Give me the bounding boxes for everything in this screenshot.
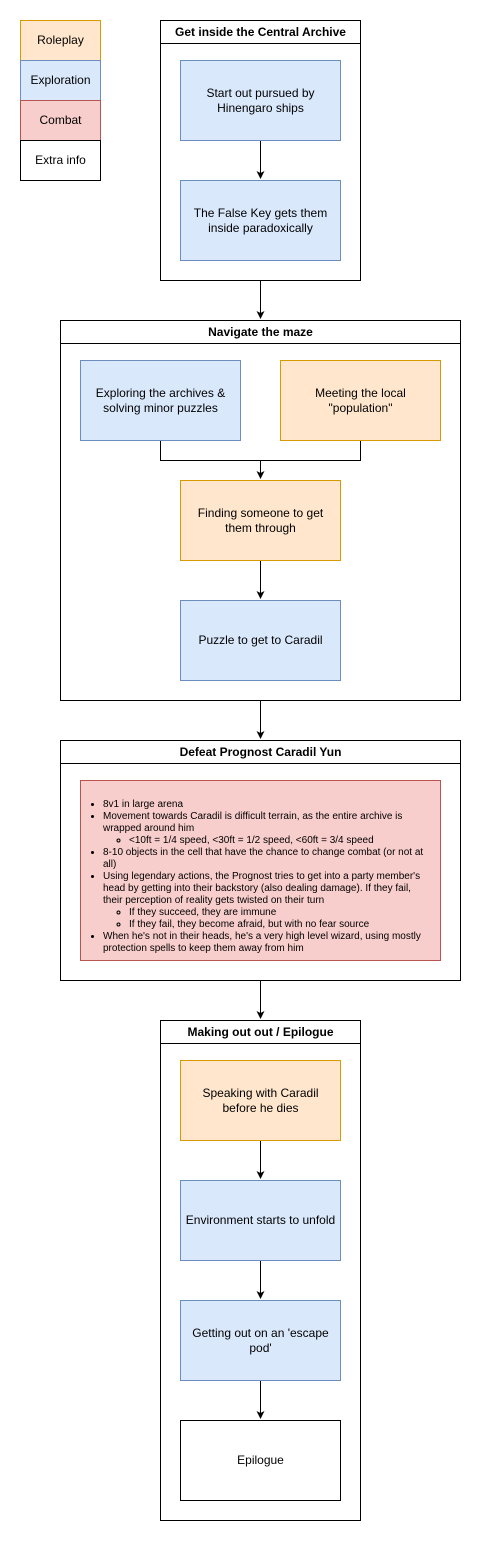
combat-subnote: If they fail, they become afraid, but wi… xyxy=(129,919,432,931)
combat-note: 8v1 in large arena xyxy=(103,799,432,811)
legend-roleplay: Roleplay xyxy=(20,20,101,61)
node-epilogue: Epilogue xyxy=(180,1420,341,1501)
node-environment-unfold: Environment starts to unfold xyxy=(180,1180,341,1261)
node-pursued: Start out pursued by Hinengaro ships xyxy=(180,60,341,141)
legend-combat: Combat xyxy=(20,100,101,141)
node-puzzle-caradil: Puzzle to get to Caradil xyxy=(180,600,341,681)
combat-note: When he's not in their heads, he's a ver… xyxy=(103,931,432,955)
node-explore-archives: Exploring the archives & solving minor p… xyxy=(80,360,241,441)
node-speak-caradil: Speaking with Caradil before he dies xyxy=(180,1060,341,1141)
node-escape-pod: Getting out on an 'escape pod' xyxy=(180,1300,341,1381)
legend-exploration: Exploration xyxy=(20,60,101,101)
node-false-key: The False Key gets them inside paradoxic… xyxy=(180,180,341,261)
legend-extra-info: Extra info xyxy=(20,140,101,181)
node-meet-population: Meeting the local "population" xyxy=(280,360,441,441)
combat-subnote: <10ft = 1/4 speed, <30ft = 1/2 speed, <6… xyxy=(129,835,432,847)
combat-note: Movement towards Caradil is difficult te… xyxy=(103,811,432,847)
section-maze-title: Navigate the maze xyxy=(60,320,461,344)
section-epilogue-title: Making out out / Epilogue xyxy=(160,1020,361,1044)
combat-note: Using legendary actions, the Prognost tr… xyxy=(103,871,432,931)
node-find-someone: Finding someone to get them through xyxy=(180,480,341,561)
combat-note: 8-10 objects in the cell that have the c… xyxy=(103,847,432,871)
combat-notes: 8v1 in large arena Movement towards Cara… xyxy=(80,780,441,961)
combat-subnote: If they succeed, they are immune xyxy=(129,907,432,919)
section-archive-title: Get inside the Central Archive xyxy=(160,20,361,44)
section-boss-title: Defeat Prognost Caradil Yun xyxy=(60,740,461,764)
